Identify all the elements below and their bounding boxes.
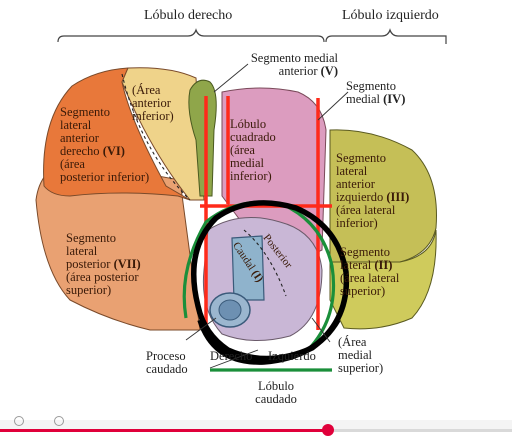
label-lobulo-caudado: Lóbulo caudado [240,380,312,406]
label-lobulo-cuadrado: Lóbulo cuadrado (área medial inferior) [230,118,310,183]
gallbladder-vessel [188,79,217,197]
captions-icon[interactable] [54,416,64,426]
segment-boundaries [121,73,287,297]
label-line: lateral [336,164,368,178]
label-line: izquierdo (III) [336,191,436,204]
label-line: lateral (II) [340,259,430,272]
left-lobe-header: Lóbulo izquierdo [342,8,439,23]
label-area-medial-superior: (Área medial superior) [338,336,408,375]
label-segment-ii: Segmento lateral (II) (área lateral supe… [340,246,430,298]
segment-iii-area [329,129,437,263]
label-text: anterior [278,64,318,78]
right-lobe-bracket [57,28,325,43]
label-line: inferior) [132,109,174,123]
label-line: inferior) [336,216,378,230]
label-izquierdo-fragment: Izquierdo [268,349,316,363]
label-line: posterior inferior) [60,170,150,184]
left-lobe-bracket [325,28,447,44]
leader-lines [185,63,349,369]
label-proceso-caudado: Proceso caudado [146,350,206,376]
black-circle-annotation [190,200,350,365]
label-line: Lóbulo [257,379,295,393]
label-line: superior) [338,361,384,375]
segment-iv-area [221,87,327,261]
label-line: Lóbulo [230,117,267,131]
label-line: medial [338,348,373,362]
label-line: (área lateral [336,203,396,217]
label-line: medial (IV) [346,93,426,106]
label-line: Segmento [66,231,116,245]
right-lobe-header: Lóbulo derecho [144,8,233,23]
progress-knob[interactable] [321,424,334,436]
label-text: derecho [60,144,100,158]
label-line: inferior) [230,169,272,183]
label-text: posterior [66,257,111,271]
label-text: medial [346,92,381,106]
label-line: cuadrado [230,130,276,144]
segment-number: (IV) [383,92,406,106]
label-segment-vii: Segmento lateral posterior (VII) (área p… [66,232,186,297]
label-line: Segmento [340,245,390,259]
label-line: anterior [60,131,99,145]
segment-number: (VII) [113,257,141,271]
segment-ii-area [329,229,437,330]
label-line: superior) [340,284,386,298]
segment-number: (V) [320,64,338,78]
label-line: posterior (VII) [66,258,186,271]
label-line: (área posterior [66,270,139,284]
segment-number: (VI) [102,144,125,158]
label-line: lateral [60,118,92,132]
progress-bar[interactable] [0,429,512,432]
label-line: (área [230,143,255,157]
label-line: Segmento [346,79,396,93]
label-line: lateral [66,244,98,258]
label-line: (área [60,157,85,171]
label-text: lateral [340,258,372,272]
label-area-anterior-inferior: (Área anterior inferior) [132,84,192,123]
label-line: (Área [338,335,367,349]
label-text: izquierdo [336,190,384,204]
label-line: anterior (V) [226,65,338,78]
label-line: caudado [146,362,188,376]
label-line: derecho (VI) [60,145,180,158]
label-segment-iii: Segmento lateral anterior izquierdo (III… [336,152,436,230]
label-segment-medial-anterior: Segmento medial anterior (V) [226,52,338,78]
label-line: (Área [132,83,161,97]
label-line: superior) [66,283,112,297]
label-line: caudado [255,392,297,406]
label-segment-vi: Segmento lateral anterior derecho (VI) (… [60,106,180,184]
label-line: anterior [132,96,171,110]
label-line: anterior [336,177,375,191]
segment-number: (II) [374,258,393,272]
label-line: Proceso [146,349,186,363]
label-line: (área lateral [340,271,400,285]
label-line: Segmento [60,105,110,119]
red-annotation [200,96,332,330]
vena-cava [209,235,265,328]
segment-vi-area [43,67,191,201]
segment-number: (III) [386,190,410,204]
label-segment-medial-iv: Segmento medial (IV) [346,80,426,106]
settings-icon[interactable] [14,416,24,426]
label-line: Segmento [336,151,386,165]
label-line: medial [230,156,265,170]
label-line: Segmento medial [250,51,338,65]
progress-fill [0,429,328,432]
label-derecho-fragment: Derecho [210,349,253,363]
